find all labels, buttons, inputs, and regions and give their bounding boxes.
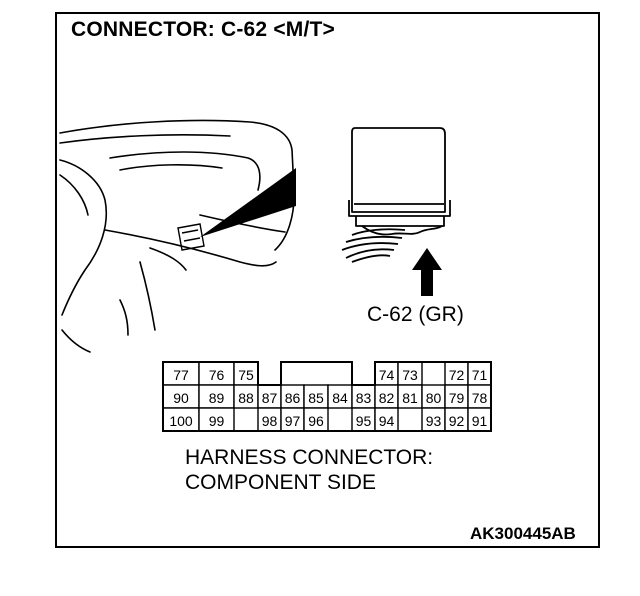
pin-label: 73 <box>402 367 418 383</box>
pin-label: 81 <box>402 390 418 406</box>
figure-id: AK300445AB <box>470 524 576 543</box>
pin-label: 97 <box>285 413 301 429</box>
pin-label: 85 <box>308 390 324 406</box>
pin-label: 72 <box>449 367 465 383</box>
pin-label: 79 <box>449 390 465 406</box>
callout-pointer <box>200 168 296 237</box>
pin-label: 94 <box>379 413 395 429</box>
pin-label: 84 <box>332 390 348 406</box>
pin-label: 96 <box>308 413 324 429</box>
diagram-frame <box>55 12 600 548</box>
pointer-arrow <box>412 248 442 296</box>
pin-label: 99 <box>209 413 225 429</box>
pin-label: 95 <box>356 413 372 429</box>
dashboard-illustration <box>59 119 295 353</box>
pin-label: 78 <box>472 390 488 406</box>
pin-label: 100 <box>169 413 193 429</box>
pin-label: 71 <box>472 367 488 383</box>
ecu-module-illustration <box>341 127 451 263</box>
diagram-title: CONNECTOR: C-62 <M/T> <box>71 18 336 41</box>
pin-label: 91 <box>472 413 488 429</box>
pin-grid: 77 76 75 74 73 72 71 90 89 88 87 86 85 84 83 82 81 80 79 78… <box>162 361 492 432</box>
pin-label: 77 <box>173 367 189 383</box>
pin-label: 93 <box>426 413 442 429</box>
connector-label: C-62 (GR) <box>367 303 464 326</box>
pin-label: 90 <box>173 390 189 406</box>
pin-label: 76 <box>209 367 225 383</box>
pin-label: 88 <box>238 390 254 406</box>
pin-label: 80 <box>426 390 442 406</box>
pin-label: 92 <box>449 413 465 429</box>
pin-label: 98 <box>262 413 278 429</box>
pin-label: 83 <box>356 390 372 406</box>
pin-label: 75 <box>238 367 254 383</box>
pin-label: 87 <box>262 390 278 406</box>
pin-label: 74 <box>379 367 395 383</box>
connector-outline <box>162 361 492 432</box>
pin-label: 89 <box>209 390 225 406</box>
harness-label-line1: HARNESS CONNECTOR: <box>185 446 434 469</box>
harness-label-line2: COMPONENT SIDE <box>185 471 376 494</box>
dashboard-connector-icon <box>177 223 205 251</box>
pin-label: 82 <box>379 390 395 406</box>
pin-label: 86 <box>285 390 301 406</box>
